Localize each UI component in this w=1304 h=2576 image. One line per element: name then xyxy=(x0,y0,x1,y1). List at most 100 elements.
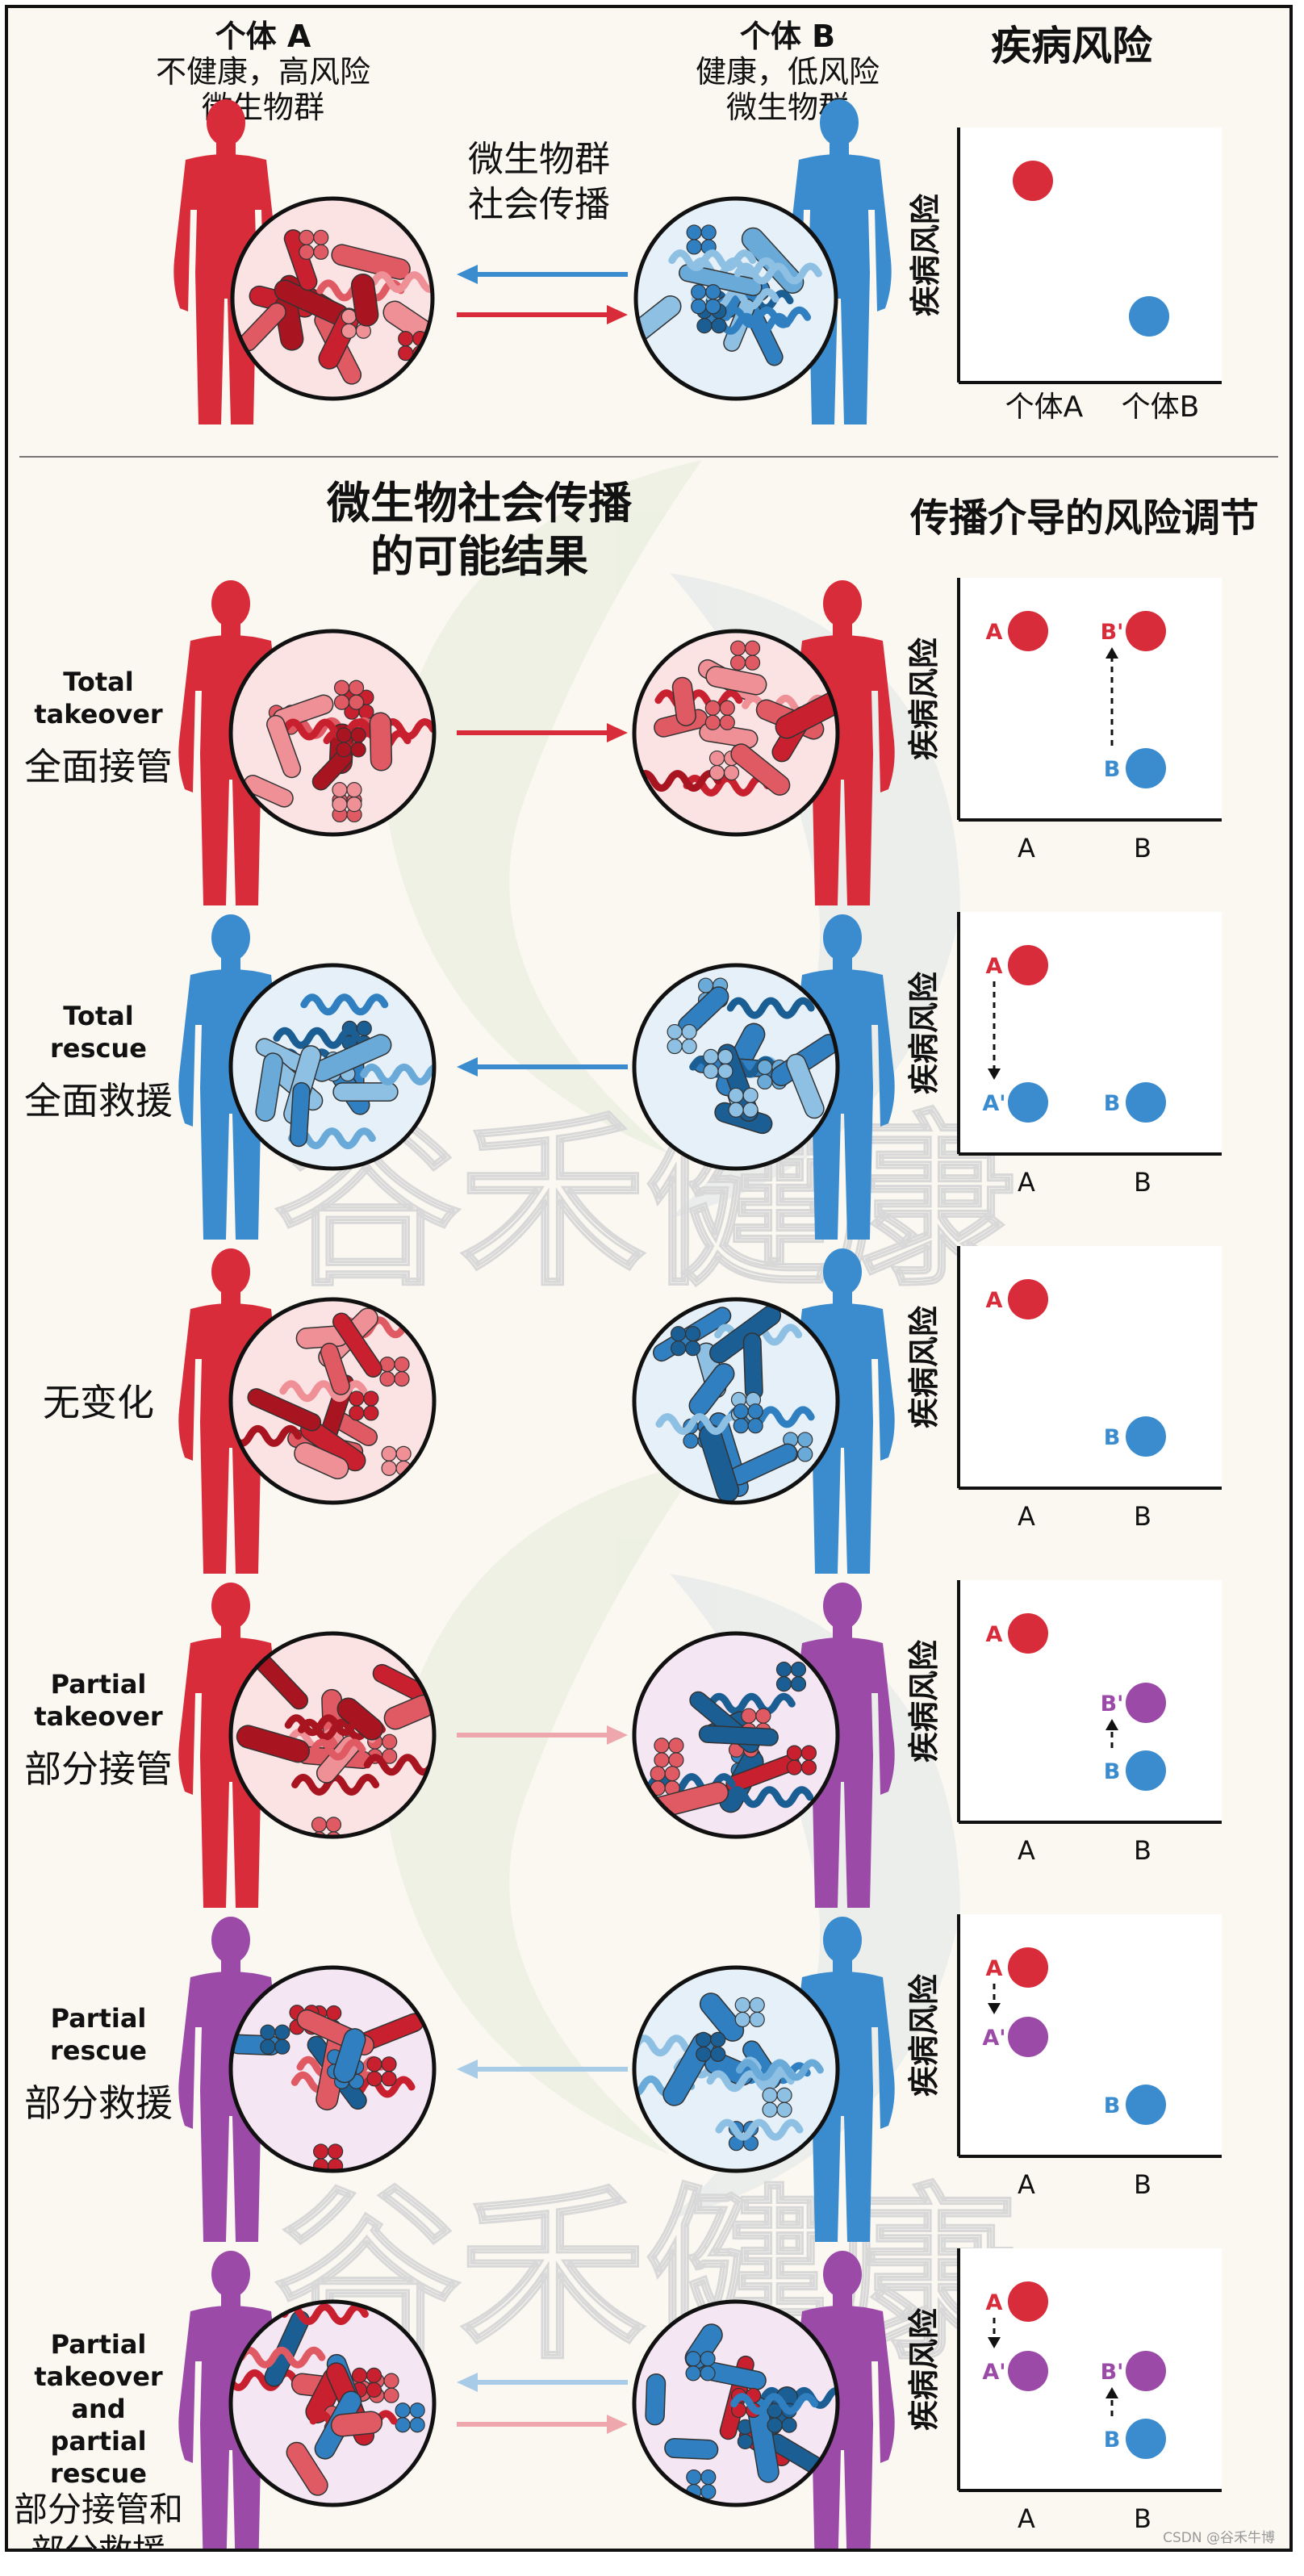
risk-point-b xyxy=(1126,1750,1166,1791)
bacterium-coccus xyxy=(683,1432,699,1449)
bacterium-coccus xyxy=(333,680,350,696)
scenario-risk-ylabel: 疾病风险 xyxy=(906,1973,942,2097)
scenario-risk-ylabel: 疾病风险 xyxy=(906,1305,942,1428)
bacterium-coccus xyxy=(757,1059,773,1076)
bacterium-coccus xyxy=(260,2024,276,2040)
scenario-label-en: rescue xyxy=(50,2458,147,2489)
risk-point-b-label: B xyxy=(1104,1425,1121,1450)
bacterium-rod xyxy=(369,712,393,772)
risk-point-b xyxy=(1126,748,1166,788)
risk-shift-arrow-b xyxy=(1105,647,1118,746)
bacterium-coccus xyxy=(381,1460,397,1476)
bacterium-coccus xyxy=(383,2373,399,2389)
bacterium-coccus xyxy=(336,742,352,758)
bacterium-coccus xyxy=(325,1817,342,1833)
scenario-microbiome-right xyxy=(632,629,840,837)
bacterium-coccus xyxy=(710,2046,726,2062)
bacterium-spiral xyxy=(300,993,389,1016)
risk-plot-xlabel-a: 个体A xyxy=(1005,391,1084,424)
bacterium-coccus xyxy=(382,1748,398,1764)
bacterium-rod xyxy=(742,1332,763,1400)
bacterium-spiral xyxy=(284,1714,373,1737)
bacterium-coccus xyxy=(382,1733,398,1750)
bacterium-coccus xyxy=(349,1390,365,1407)
bacterium-coccus xyxy=(800,1745,817,1761)
risk-point-a-label: A xyxy=(986,1622,1003,1647)
bacterium-coccus xyxy=(700,224,717,240)
risk-point-a-label: A xyxy=(986,2290,1003,2315)
scenario-risk-ylabel: 疾病风险 xyxy=(906,2307,942,2431)
bacterium-coccus xyxy=(717,1048,734,1064)
risk-point-b-prime xyxy=(1126,611,1166,651)
bacterium-rod xyxy=(730,743,791,796)
risk-point-a-prime-label: A' xyxy=(982,2360,1005,2385)
bacterium-coccus xyxy=(717,1063,734,1079)
scenario-risk-ylabel: 疾病风险 xyxy=(906,1639,942,1763)
risk-title: 疾病风险 xyxy=(991,23,1153,69)
scenario-microbiome-left xyxy=(228,2299,437,2507)
risk-point-a-prime xyxy=(1008,2017,1048,2057)
bacterium-coccus xyxy=(299,229,315,245)
bacterium-coccus xyxy=(742,1087,759,1103)
outcomes-title-2: 的可能结果 xyxy=(370,531,588,582)
risk-point-a-label: A xyxy=(986,1956,1003,1981)
outcomes-title-1: 微生物社会传播 xyxy=(326,478,633,529)
bacterium-coccus xyxy=(346,782,362,798)
risk-point-a xyxy=(1008,1947,1048,1988)
bacterium-coccus xyxy=(711,318,727,334)
individual-a-title: 个体 A xyxy=(215,19,311,54)
bacterium-coccus xyxy=(776,2087,792,2103)
risk-point-a xyxy=(1008,1613,1048,1654)
bacterium-rod xyxy=(645,2373,667,2426)
bacterium-rod xyxy=(698,1725,779,1746)
bacterium-coccus xyxy=(379,1356,395,1373)
bacterium-coccus xyxy=(767,2417,783,2433)
arrow-b-to-a xyxy=(457,265,628,284)
bacterium-coccus xyxy=(383,2387,399,2403)
bacterium-coccus xyxy=(719,700,735,716)
bacterium-coccus xyxy=(703,1063,719,1079)
risk-point-b-prime xyxy=(1126,1683,1166,1723)
risk-point-b-prime-label: B' xyxy=(1101,2360,1124,2385)
bacterium-coccus xyxy=(704,714,721,730)
risk-plot-xlabel-b: 个体B xyxy=(1122,391,1200,424)
scenario-arrow-right xyxy=(457,1725,628,1745)
bacterium-coccus xyxy=(366,2071,382,2087)
bacterium-coccus xyxy=(741,1708,757,1724)
bacterium-coccus xyxy=(744,640,761,656)
bacterium-spiral xyxy=(281,718,370,741)
bacterium-coccus xyxy=(398,330,414,347)
scenario-microbiome-right xyxy=(632,1297,840,1505)
bacterium-coccus xyxy=(733,1403,749,1420)
bacterium-rod xyxy=(332,1082,399,1102)
bacterium-coccus xyxy=(700,2351,716,2367)
risk-shift-arrow-b xyxy=(1105,1719,1118,1748)
bacterium-coccus xyxy=(708,750,725,767)
bacterium-coccus xyxy=(274,2039,290,2055)
bacterium-coccus xyxy=(350,727,366,743)
bacterium-spiral xyxy=(735,2059,824,2081)
scenario-microbiome-right xyxy=(632,1631,840,1839)
arrow-a-to-b xyxy=(457,305,628,324)
microbiome-border xyxy=(632,1297,840,1505)
scenario-risk-xlabel-a: A xyxy=(1018,1835,1035,1866)
bacterium-coccus xyxy=(363,1390,379,1407)
bacterium-coccus xyxy=(708,764,725,781)
bacterium-coccus xyxy=(681,1023,697,1040)
risk-shift-arrow-b xyxy=(1105,2387,1118,2416)
risk-point-a-prime xyxy=(1008,1082,1048,1123)
bacterium-coccus xyxy=(734,1997,750,2014)
scenario-label-en: takeover xyxy=(34,699,163,730)
scenario-microbiome-right xyxy=(632,963,840,1171)
microbiome-border xyxy=(228,2299,437,2507)
risk-point-b xyxy=(1126,1082,1166,1123)
scenario-label-en: Partial xyxy=(51,2329,147,2360)
bacterium-coccus xyxy=(664,1766,680,1782)
bacterium-coccus xyxy=(775,1662,792,1678)
scenario-risk-ylabel: 疾病风险 xyxy=(906,637,942,760)
